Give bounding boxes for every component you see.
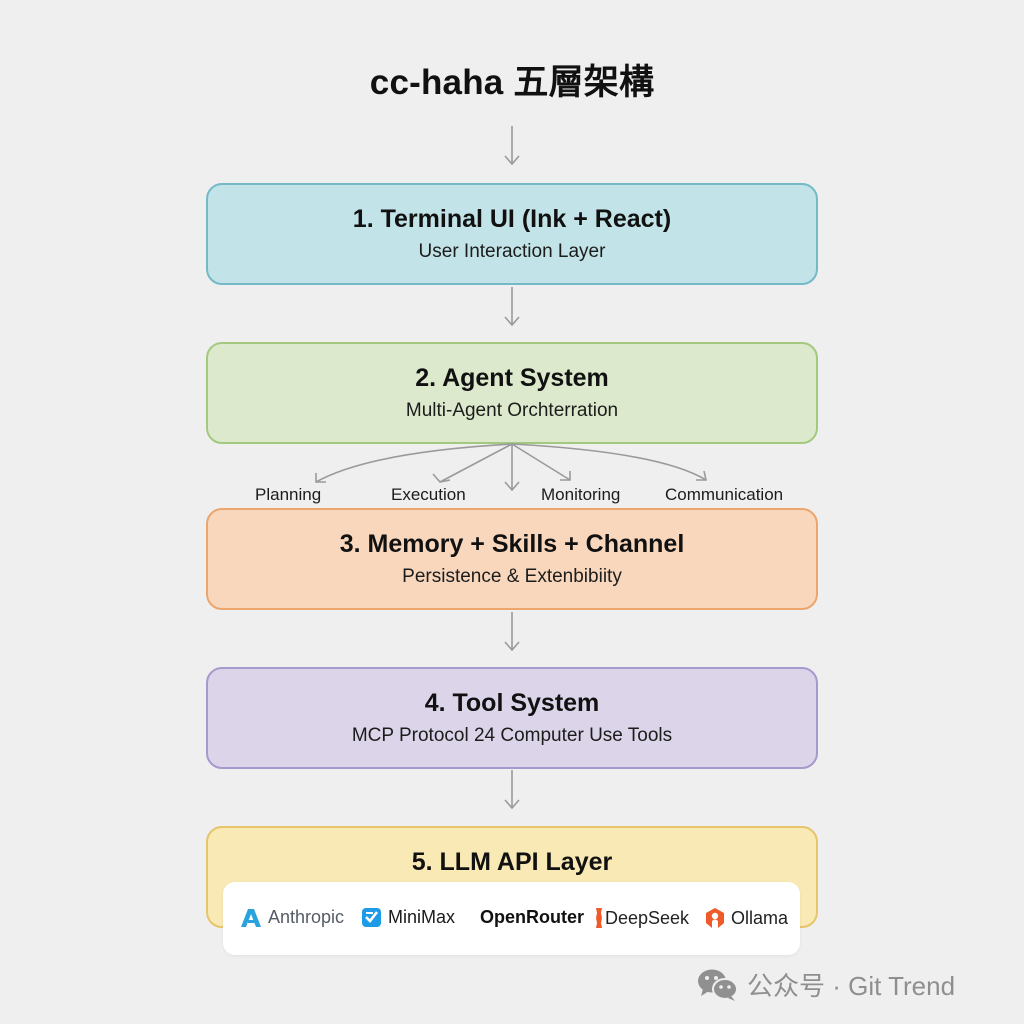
down-arrow-icon xyxy=(502,287,522,327)
layer-terminal-ui: 1. Terminal UI (Ink + React) User Intera… xyxy=(206,183,818,285)
layer-title: 3. Memory + Skills + Channel xyxy=(339,530,685,558)
watermark-text: 公众号 · Git Trend xyxy=(747,971,956,1001)
layer-subtitle: MCP Protocol 24 Computer Use Tools xyxy=(351,725,673,746)
provider-ollama: Ollama xyxy=(705,907,788,929)
watermark: 公众号 · Git Trend xyxy=(697,966,955,1003)
branch-label-execution: Execution xyxy=(391,485,466,504)
branch-label-monitoring: Monitoring xyxy=(541,485,621,504)
provider-anthropic: Anthropic xyxy=(240,907,344,928)
agent-branch-arrows-icon xyxy=(240,440,800,500)
wechat-icon xyxy=(698,969,738,1001)
branch-label-communication: Communication xyxy=(665,485,784,504)
layer-subtitle: Persistence & Extenbibiity xyxy=(402,566,622,587)
layer-subtitle: Multi-Agent Orchterration xyxy=(405,400,619,421)
layer-tool-system: 4. Tool System MCP Protocol 24 Computer … xyxy=(206,667,818,769)
layer-memory-skills-channel: 3. Memory + Skills + Channel Persistence… xyxy=(206,508,818,610)
deepseek-logo-icon xyxy=(596,908,602,928)
layer-title: 2. Agent System xyxy=(415,364,609,392)
provider-minimax: MiniMax xyxy=(361,907,455,928)
layer-title: 5. LLM API Layer xyxy=(411,848,613,876)
branch-label-planning: Planning xyxy=(255,485,322,504)
layer-agent-system: 2. Agent System Multi-Agent Orchterratio… xyxy=(206,342,818,444)
layer-title: 1. Terminal UI (Ink + React) xyxy=(352,205,672,233)
down-arrow-icon xyxy=(502,126,522,166)
layer-subtitle: User Interaction Layer xyxy=(418,241,606,262)
provider-openrouter: OpenRouter xyxy=(480,907,585,927)
ollama-logo-icon xyxy=(706,908,724,928)
llm-providers-panel: Anthropic MiniMax OpenRouter DeepSeek Ol… xyxy=(223,882,800,955)
down-arrow-icon xyxy=(502,612,522,652)
layer-title: 4. Tool System xyxy=(424,689,600,717)
down-arrow-icon xyxy=(502,770,522,810)
diagram-title: cc-haha 五層架構 xyxy=(369,63,655,102)
anthropic-logo-icon xyxy=(241,908,261,927)
minimax-logo-icon xyxy=(362,908,381,927)
provider-deepseek: DeepSeek xyxy=(595,907,689,929)
